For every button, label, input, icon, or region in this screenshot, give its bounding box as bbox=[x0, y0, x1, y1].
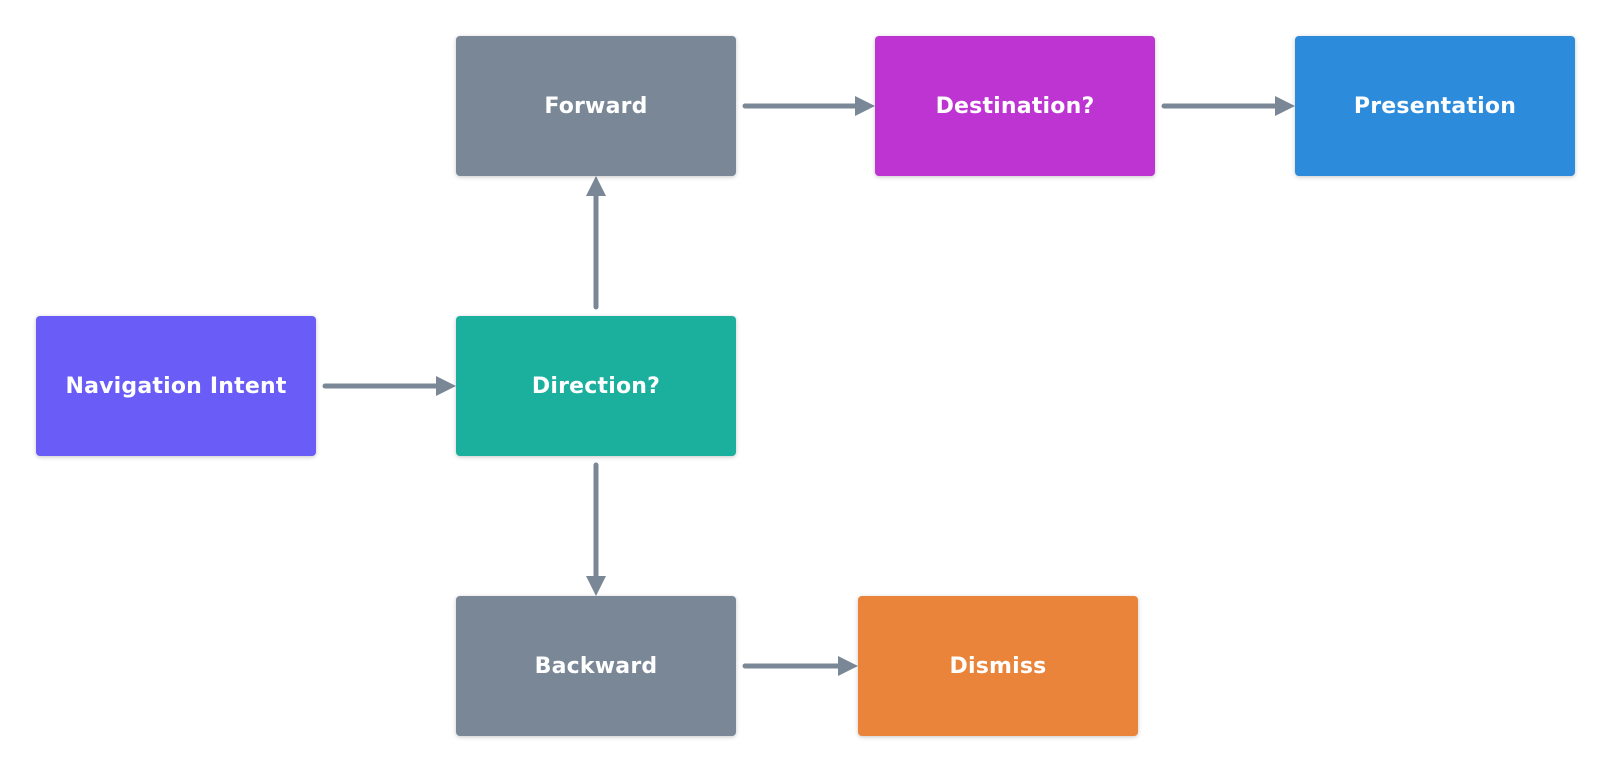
edge-group bbox=[322, 96, 1295, 676]
node-destination: Destination? bbox=[875, 36, 1155, 176]
node-dismiss: Dismiss bbox=[858, 596, 1138, 736]
node-label: Direction? bbox=[531, 373, 661, 399]
node-label: Dismiss bbox=[949, 653, 1047, 679]
node-label: Presentation bbox=[1353, 93, 1517, 119]
node-backward: Backward bbox=[456, 596, 736, 736]
node-presentation: Presentation bbox=[1295, 36, 1575, 176]
node-navigation-intent: Navigation Intent bbox=[36, 316, 316, 456]
node-label: Navigation Intent bbox=[65, 373, 287, 399]
node-label: Forward bbox=[544, 93, 648, 119]
node-label: Backward bbox=[534, 653, 658, 679]
node-label: Destination? bbox=[935, 93, 1095, 119]
node-direction: Direction? bbox=[456, 316, 736, 456]
node-forward: Forward bbox=[456, 36, 736, 176]
